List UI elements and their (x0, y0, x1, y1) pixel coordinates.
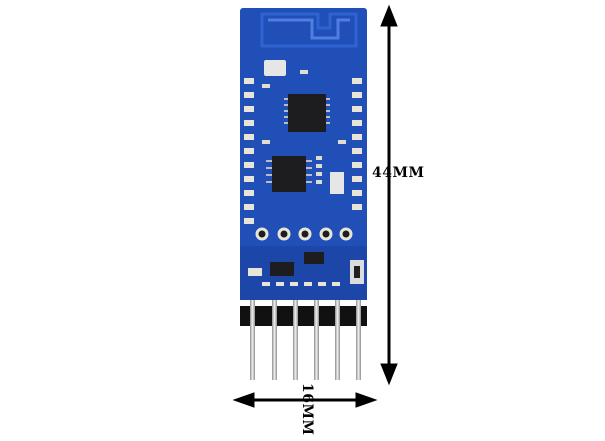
diode (304, 252, 324, 264)
height-dimension-arrow (380, 4, 398, 386)
secondary-chip-pins (266, 160, 312, 183)
height-dimension-label: 44MM (372, 165, 425, 181)
right-edge-pads (352, 78, 362, 210)
main-chip (288, 94, 326, 132)
main-chip-pins (284, 98, 330, 124)
header-pins (250, 300, 361, 380)
width-dimension-arrow (232, 392, 378, 408)
lower-pads (262, 282, 340, 286)
pcb-board (240, 8, 367, 300)
secondary-chip (272, 156, 306, 192)
regulator (270, 262, 294, 276)
pin-header-plastic (240, 306, 367, 326)
left-edge-pads (244, 78, 254, 224)
led-component (248, 268, 262, 276)
width-dimension-label: 16MM (299, 383, 315, 436)
through-hole-pads (255, 227, 353, 241)
smd-components (262, 70, 346, 194)
reset-button-cap (354, 266, 360, 278)
antenna-trace (260, 12, 358, 48)
crystal-component (264, 60, 286, 76)
